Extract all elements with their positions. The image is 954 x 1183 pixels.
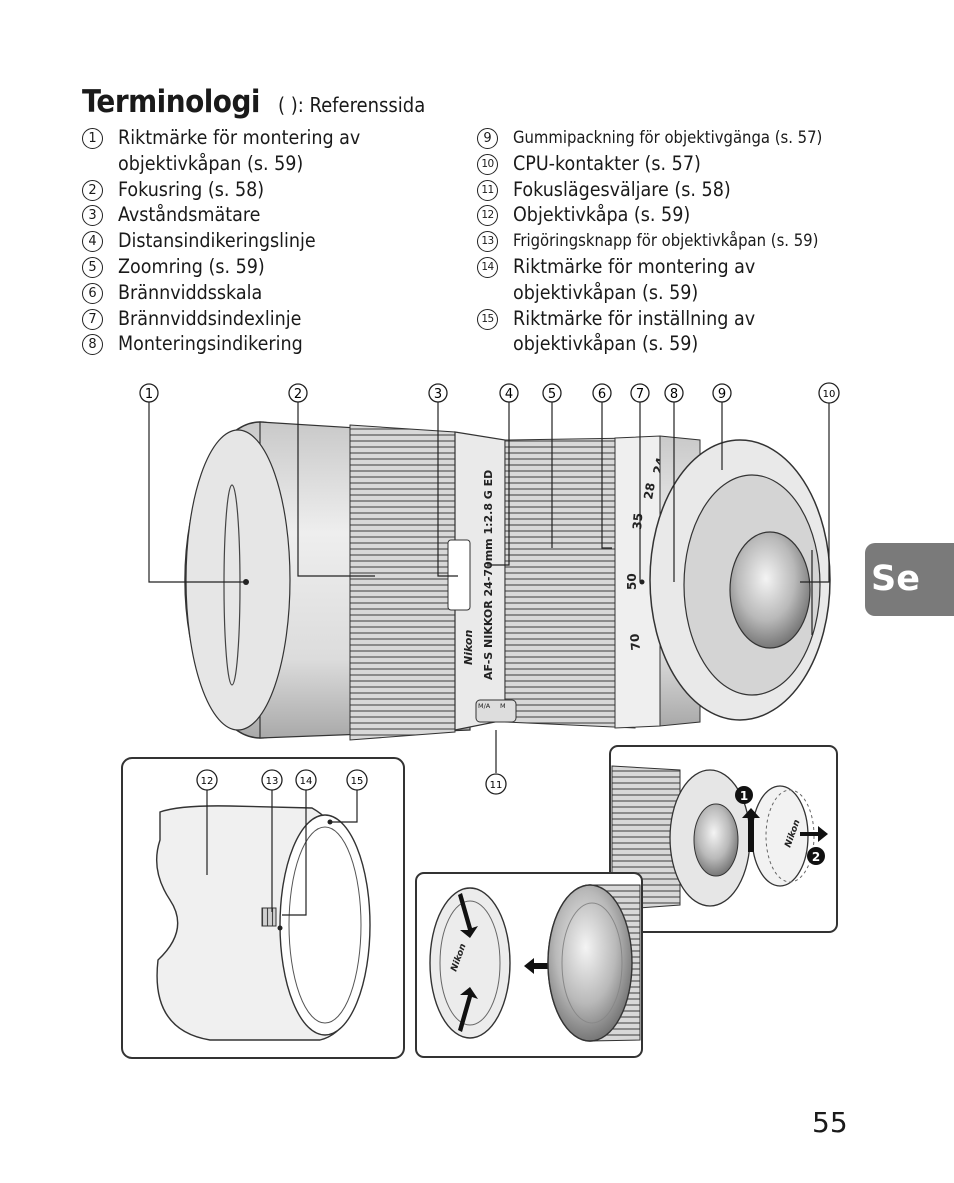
zoom-scale-label: 50: [625, 573, 639, 590]
item-number: 7: [82, 308, 103, 330]
item-number: 2: [82, 179, 103, 201]
list-item: 15 Riktmärke för inställning av objektivk…: [477, 306, 897, 358]
list-item: 7 Brännviddsindexlinje: [82, 306, 442, 332]
callout-number: 12: [201, 776, 214, 787]
lens-brand-text: Nikon: [462, 630, 475, 665]
list-item: 6 Brännviddsskala: [82, 280, 442, 306]
item-text: CPU-kontakter (s. 57): [513, 151, 701, 175]
item-number: 15: [477, 308, 498, 330]
item-number: 12: [477, 205, 498, 227]
list-item: 14 Riktmärke för montering av objektivkåp…: [477, 254, 897, 306]
item-text: Riktmärke för inställning av objektivkåp…: [513, 306, 756, 356]
item-number: 8: [82, 334, 103, 356]
item-text: Riktmärke för montering av objektivkåpan…: [513, 254, 756, 304]
callout-number: 2: [294, 387, 302, 402]
zoom-scale-label: 70: [628, 633, 643, 651]
item-number: 3: [82, 205, 103, 227]
page-heading: Terminologi ( ): Referenssida: [82, 84, 425, 120]
item-number: 14: [477, 256, 498, 278]
page-subtitle: ( ): Referenssida: [277, 93, 426, 117]
zoom-scale-label: 28: [641, 482, 658, 501]
item-number: 13: [477, 231, 498, 253]
list-item: 1 Riktmärke för montering av objektivkåpa…: [82, 125, 442, 177]
zoom-scale-label: 35: [630, 512, 645, 530]
item-number: 10: [477, 153, 498, 175]
list-item: 4 Distansindikeringslinje: [82, 228, 442, 254]
item-text: Objektivkåpa (s. 59): [513, 203, 691, 227]
callout-number: 14: [300, 776, 313, 787]
callout-number: 3: [434, 387, 442, 402]
callout-number: 4: [505, 387, 513, 402]
terminology-list-left: 1 Riktmärke för montering av objektivkåpa…: [82, 125, 442, 357]
item-text: Distansindikeringslinje: [118, 229, 316, 253]
lens-body: AF-S NIKKOR 24-70mm 1:2.8 G ED Nikon 24 …: [184, 421, 831, 741]
step-badge-1: 1: [740, 789, 748, 803]
list-item: 11 Fokuslägesväljare (s. 58): [477, 177, 897, 203]
language-tab: Se: [865, 543, 954, 616]
focus-switch-label-m: M: [500, 702, 506, 710]
callout-lines: [148, 402, 830, 773]
item-text: Zoomring (s. 59): [118, 254, 265, 278]
lens-callouts: 1 2 3 4 5 6 7 8 9 10 11: [139, 382, 840, 795]
list-item: 10 CPU-kontakter (s. 57): [477, 151, 897, 177]
item-number: 11: [477, 179, 498, 201]
callout-number: 5: [548, 387, 556, 402]
callout-number: 1: [145, 387, 153, 402]
item-text: Monteringsindikering: [118, 332, 303, 356]
callout-number: 10: [823, 389, 836, 400]
step-badge-2: 2: [812, 850, 820, 864]
callout-number: 7: [636, 387, 644, 402]
page-title: Terminologi: [82, 84, 260, 120]
list-item: 3 Avståndsmätare: [82, 202, 442, 228]
list-item: 12 Objektivkåpa (s. 59): [477, 202, 897, 228]
list-item: 9 Gummipackning för objektivgänga (s. 57): [477, 125, 897, 151]
item-text: Frigöringsknapp för objektivkåpan (s. 59…: [513, 231, 819, 251]
item-text: Brännviddsindexlinje: [118, 306, 302, 330]
item-number: 4: [82, 231, 103, 253]
lens-model-text: AF-S NIKKOR 24-70mm 1:2.8 G ED: [482, 470, 495, 680]
list-item: 8 Monteringsindikering: [82, 331, 442, 357]
callout-number: 6: [598, 387, 606, 402]
list-item: 2 Fokusring (s. 58): [82, 177, 442, 203]
focus-switch-label-ma: M/A: [478, 702, 491, 710]
terminology-list-right: 9 Gummipackning för objektivgänga (s. 57)…: [477, 125, 897, 357]
item-text: Riktmärke för montering av objektivkåpan…: [118, 126, 361, 175]
list-item: 13 Frigöringsknapp för objektivkåpan (s. …: [477, 228, 897, 254]
callout-number: 11: [490, 780, 503, 791]
list-item: 5 Zoomring (s. 59): [82, 254, 442, 280]
callout-number: 15: [351, 776, 364, 787]
item-number: 5: [82, 256, 103, 278]
rear-cap-panel: Nikon 1 2: [609, 745, 838, 933]
item-number: 6: [82, 282, 103, 304]
item-text: Brännviddsskala: [118, 280, 263, 304]
callout-number: 8: [670, 387, 678, 402]
item-number: 9: [477, 128, 498, 149]
item-text: Fokuslägesväljare (s. 58): [513, 177, 731, 201]
callout-number: 13: [266, 776, 279, 787]
front-cap-panel: Nikon: [415, 872, 643, 1058]
item-text: Fokusring (s. 58): [118, 177, 265, 201]
lens-hood-panel: 12 13 14 15: [121, 757, 405, 1059]
item-text: Gummipackning för objektivgänga (s. 57): [513, 128, 823, 147]
item-number: 1: [82, 128, 103, 149]
page-number: 55: [812, 1106, 848, 1139]
item-text: Avståndsmätare: [118, 203, 261, 227]
callout-number: 9: [718, 387, 726, 402]
